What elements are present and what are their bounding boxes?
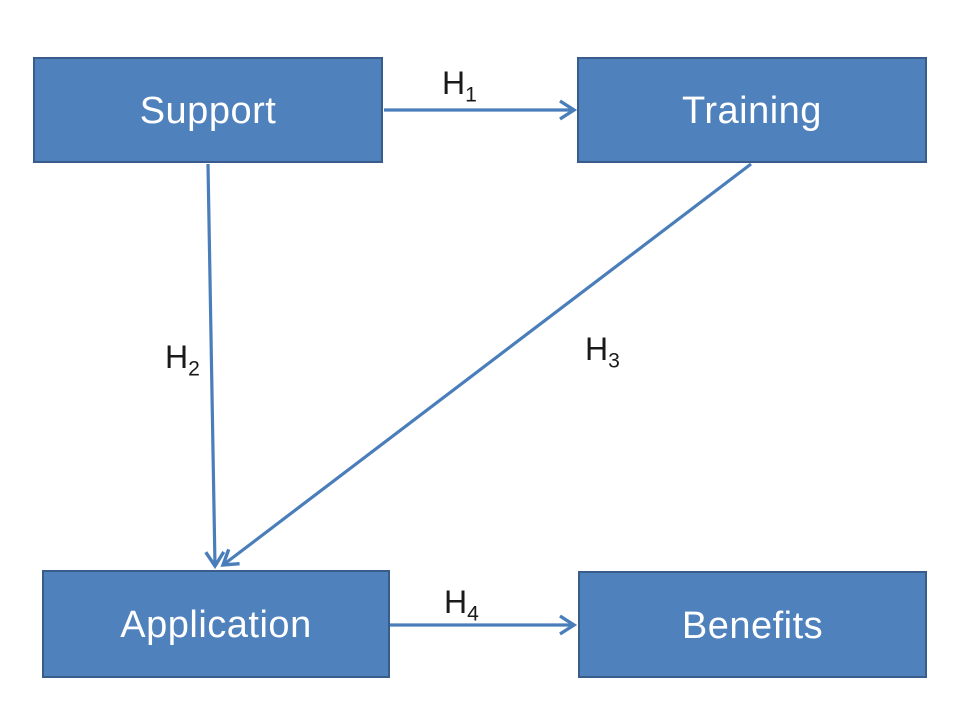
node-application-label: Application <box>120 604 312 646</box>
node-benefits: Benefits <box>578 571 927 678</box>
node-training: Training <box>577 57 927 163</box>
arrow-h2-support-to-application <box>204 163 226 570</box>
edge-label-h4-main: H <box>444 584 468 620</box>
edge-label-h3-main: H <box>585 331 609 367</box>
node-support-label: Support <box>139 90 277 132</box>
node-application: Application <box>42 570 390 678</box>
edge-label-h3: H3 <box>585 331 620 371</box>
edge-label-h1-sub: 1 <box>465 83 477 107</box>
edge-label-h2: H2 <box>165 339 200 379</box>
arrow-h3-training-to-application <box>220 162 752 567</box>
edge-label-h1: H1 <box>442 65 477 105</box>
edge-label-h4: H4 <box>444 584 479 624</box>
edge-label-h3-sub: 3 <box>608 349 620 373</box>
edge-label-h4-sub: 4 <box>467 602 479 626</box>
node-support: Support <box>33 57 383 163</box>
node-training-label: Training <box>682 90 822 132</box>
edge-label-h2-sub: 2 <box>188 357 200 381</box>
node-benefits-label: Benefits <box>681 604 824 647</box>
edge-label-h2-main: H <box>165 339 189 375</box>
edge-label-h1-main: H <box>442 65 466 101</box>
